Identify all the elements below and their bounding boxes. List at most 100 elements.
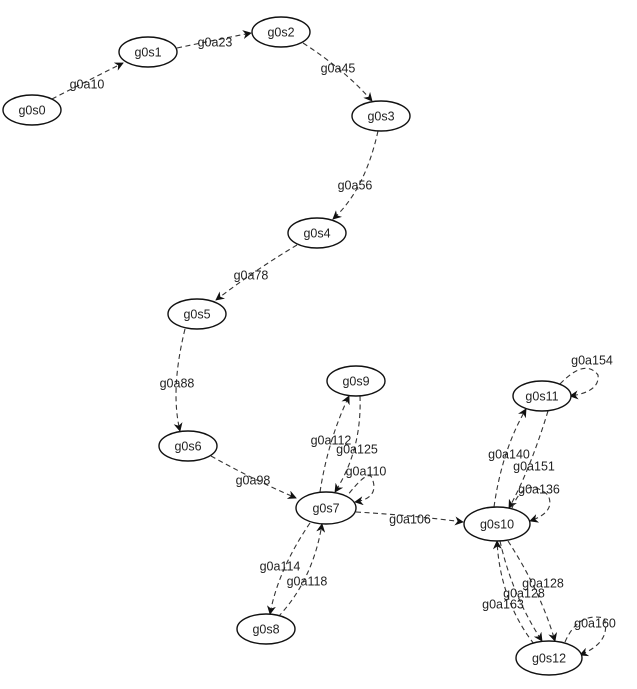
edge-label: g0a106 bbox=[389, 512, 431, 526]
edge-line bbox=[355, 511, 464, 526]
edge-line bbox=[343, 475, 375, 506]
node-ellipse bbox=[326, 365, 386, 397]
node-label: g0s4 bbox=[303, 226, 330, 240]
edge-g0s3-g0s4 bbox=[332, 130, 379, 220]
node-g0s1: g0s1 bbox=[118, 36, 178, 68]
edge-label: g0a110 bbox=[346, 464, 387, 478]
edge-label: g0a112 bbox=[311, 433, 352, 447]
node-ellipse bbox=[351, 100, 411, 132]
edge-line bbox=[559, 367, 599, 400]
edge-label: g0a125 bbox=[336, 442, 378, 456]
node-g0s11: g0s11 bbox=[512, 380, 572, 412]
edge-line bbox=[492, 540, 535, 645]
node-label: g0s2 bbox=[267, 25, 294, 39]
edge-g0s10-g0s10 bbox=[511, 486, 551, 523]
edge-label: g0a151 bbox=[513, 459, 555, 473]
edge-label: g0a88 bbox=[160, 376, 195, 390]
edge-line bbox=[215, 244, 298, 301]
node-g0s12: g0s12 bbox=[515, 640, 583, 676]
edge-labels-layer: g0a10 g0a23 g0a45 g0a56 g0a78 g0a88 g0a98 g0a11… bbox=[70, 35, 616, 630]
edge-label: g0a154 bbox=[571, 353, 613, 367]
node-g0s4: g0s4 bbox=[287, 217, 347, 249]
node-g0s6: g0s6 bbox=[158, 430, 218, 462]
node-label: g0s6 bbox=[174, 439, 201, 453]
edge-g0s7-g0s10 bbox=[355, 511, 464, 526]
node-g0s9: g0s9 bbox=[326, 365, 386, 397]
edge-label: g0a56 bbox=[338, 178, 373, 192]
edge-g0s10-g0s12 bbox=[499, 540, 543, 642]
node-label: g0s7 bbox=[312, 501, 339, 515]
edge-line bbox=[499, 540, 543, 642]
node-ellipse bbox=[295, 491, 357, 525]
edge-g0s2-g0s3 bbox=[302, 42, 373, 102]
edge-g0s10-g0s11 bbox=[493, 408, 527, 508]
nodes-layer: g0s0 g0s1 g0s2 g0s3 g0s4 g0s5 g0s6 g0s7 g0s8 g0s9… bbox=[2, 16, 583, 676]
edge-line bbox=[51, 62, 124, 100]
edge-label: g0a45 bbox=[321, 61, 356, 75]
edge-label: g0a10 bbox=[70, 77, 105, 91]
node-g0s2: g0s2 bbox=[251, 16, 311, 48]
node-ellipse bbox=[118, 36, 178, 68]
edge-g0s11-g0s10 bbox=[508, 410, 549, 509]
edge-line bbox=[277, 523, 326, 618]
edge-g0s7-g0s7 bbox=[343, 475, 375, 506]
node-ellipse bbox=[287, 217, 347, 249]
edge-label: g0a78 bbox=[234, 268, 269, 282]
edge-g0s7-g0s8 bbox=[267, 522, 311, 615]
node-g0s7: g0s7 bbox=[295, 491, 357, 525]
edge-line bbox=[267, 522, 311, 615]
edge-label: g0a128 bbox=[503, 586, 545, 600]
edge-label: g0a160 bbox=[574, 616, 616, 630]
node-ellipse bbox=[463, 506, 531, 542]
node-ellipse bbox=[515, 640, 583, 676]
edge-label: g0a140 bbox=[488, 447, 530, 461]
node-ellipse bbox=[167, 298, 227, 330]
edge-line bbox=[319, 395, 350, 493]
node-ellipse bbox=[251, 16, 311, 48]
node-label: g0s11 bbox=[525, 389, 558, 403]
edge-label: g0a163 bbox=[482, 597, 524, 611]
edge-label: g0a98 bbox=[236, 473, 271, 487]
node-label: g0s12 bbox=[532, 651, 566, 665]
edge-line bbox=[302, 42, 373, 102]
edge-label: g0a118 bbox=[287, 574, 328, 588]
edge-g0s1-g0s2 bbox=[176, 30, 252, 49]
node-g0s5: g0s5 bbox=[167, 298, 227, 330]
node-label: g0s10 bbox=[480, 517, 514, 531]
edge-line bbox=[511, 486, 551, 523]
node-label: g0s9 bbox=[342, 374, 369, 388]
edge-line bbox=[176, 30, 252, 49]
edge-g0s0-g0s1 bbox=[51, 62, 124, 100]
edge-label: g0a23 bbox=[198, 35, 233, 49]
edge-g0s4-g0s5 bbox=[215, 244, 298, 301]
edge-line bbox=[507, 540, 558, 642]
edge-label: g0a114 bbox=[260, 559, 301, 573]
node-ellipse bbox=[2, 94, 62, 126]
edge-g0s11-g0s11 bbox=[559, 367, 599, 400]
node-g0s3: g0s3 bbox=[351, 100, 411, 132]
edge-g0s12-g0s10 bbox=[492, 540, 535, 645]
edge-line bbox=[332, 130, 379, 220]
edge-line bbox=[334, 395, 361, 493]
edge-label: g0a136 bbox=[518, 482, 560, 496]
edge-g0s5-g0s6 bbox=[173, 328, 186, 432]
edge-line bbox=[493, 408, 527, 508]
edge-label: g0a128 bbox=[522, 576, 564, 590]
edge-g0s8-g0s7 bbox=[277, 523, 326, 618]
node-ellipse bbox=[158, 430, 218, 462]
node-label: g0s3 bbox=[367, 109, 394, 123]
node-label: g0s5 bbox=[183, 307, 210, 321]
edge-g0s6-g0s7 bbox=[210, 455, 297, 499]
node-g0s10: g0s10 bbox=[463, 506, 531, 542]
node-label: g0s8 bbox=[252, 622, 279, 636]
edge-line bbox=[508, 410, 549, 509]
node-g0s0: g0s0 bbox=[2, 94, 62, 126]
edge-g0s7-g0s9 bbox=[319, 395, 350, 493]
node-g0s8: g0s8 bbox=[236, 613, 296, 645]
node-ellipse bbox=[512, 380, 572, 412]
node-label: g0s1 bbox=[134, 45, 161, 59]
node-label: g0s0 bbox=[18, 103, 45, 117]
edge-line bbox=[210, 455, 297, 499]
edges-layer bbox=[51, 30, 607, 657]
